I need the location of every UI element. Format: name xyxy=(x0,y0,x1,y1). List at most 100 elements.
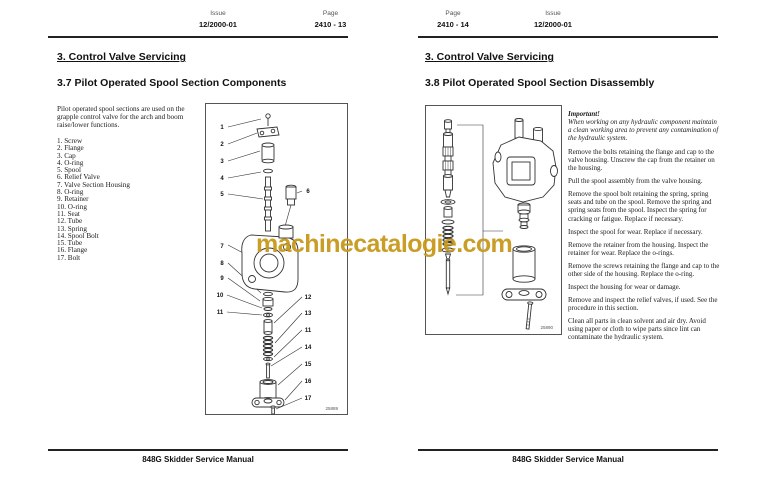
parts-list-item: 2. Flange xyxy=(57,144,84,153)
page-number: 2410 - 14 xyxy=(437,20,469,29)
parts-list-item: 3. Cap xyxy=(57,151,76,160)
page-label: Page xyxy=(322,10,339,17)
footer-title: 848G Skidder Service Manual xyxy=(142,455,254,464)
oring-part-8 xyxy=(263,291,273,297)
spool-part xyxy=(264,176,272,232)
parts-list-item: 16. Flange xyxy=(57,246,88,255)
subsection-title: 3.7 Pilot Operated Spool Section Compone… xyxy=(57,77,287,89)
parts-list-item: 6. Relief Valve xyxy=(57,173,100,182)
callout-labels: 1 2 3 4 5 6 7 8 9 10 11 12 13 11 14 15 1 xyxy=(217,125,312,402)
header-rule xyxy=(418,36,718,38)
exploded-diagram: 1 2 3 4 5 6 7 8 9 10 11 12 13 11 14 15 1 xyxy=(205,103,348,415)
page-left: Issue 12/2000-01 Page 2410 - 13 3. Contr… xyxy=(48,0,348,497)
flange-part-bottom xyxy=(251,397,285,408)
procedure-step: Pull the spool assembly from the valve h… xyxy=(568,177,703,186)
callout-6: 6 xyxy=(306,189,310,195)
cap-and-flange-parts xyxy=(501,245,547,330)
callout-1: 1 xyxy=(220,125,224,131)
callout-15: 15 xyxy=(305,362,312,368)
spool-bolt-part xyxy=(265,362,271,379)
relief-valve-part xyxy=(285,184,297,206)
parts-list-item: 8. O-ring xyxy=(57,188,84,197)
header-issue-block: Issue 12/2000-01 xyxy=(513,10,593,29)
header-issue-block: Issue 12/2000-01 xyxy=(178,10,258,29)
procedure-column: Important! When working on any hydraulic… xyxy=(568,110,720,346)
important-note: When working on any hydraulic component … xyxy=(568,118,719,143)
oring-part-10 xyxy=(263,307,273,311)
issue-value: 12/2000-01 xyxy=(199,20,237,29)
tube-part-12 xyxy=(263,319,273,335)
callout-12: 12 xyxy=(305,295,312,301)
parts-list-item: 13. Spring xyxy=(57,224,87,233)
subsection-title: 3.8 Pilot Operated Spool Section Disasse… xyxy=(425,77,655,89)
procedure-step: Remove the spool bolt retaining the spri… xyxy=(568,190,712,223)
callout-17: 17 xyxy=(305,396,312,402)
valve-housing-3d xyxy=(492,118,558,229)
callout-14: 14 xyxy=(305,345,312,351)
figure-number: 25890 xyxy=(540,325,553,330)
spool-stack xyxy=(440,119,456,296)
issue-value: 12/2000-01 xyxy=(534,20,572,29)
seat-part-repeat xyxy=(263,356,273,362)
parts-list-item: 9. Retainer xyxy=(57,195,89,204)
footer-rule xyxy=(48,449,348,451)
issue-label: Issue xyxy=(545,10,561,17)
callout-5: 5 xyxy=(220,192,224,198)
page-right: Page 2410 - 14 Issue 12/2000-01 3. Contr… xyxy=(418,0,720,497)
components-figure: 1 2 3 4 5 6 7 8 9 10 11 12 13 11 14 15 1 xyxy=(205,103,348,415)
flange-part-top xyxy=(256,126,280,138)
parts-list-item: 12. Tube xyxy=(57,217,83,226)
section-title: 3. Control Valve Servicing xyxy=(57,51,186,63)
oring-part-4 xyxy=(263,168,273,174)
bolt-3d xyxy=(525,301,534,330)
cap-part xyxy=(261,142,275,164)
page-label: Page xyxy=(445,10,461,17)
spring-part xyxy=(262,335,274,357)
parts-list-item: 10. O-ring xyxy=(57,202,87,211)
procedure-steps: Remove the bolts retaining the flange an… xyxy=(568,148,720,341)
parts-list-item: 5. Spool xyxy=(57,166,81,175)
callout-11-repeat: 11 xyxy=(305,328,312,334)
parts-list-item: 1. Screw xyxy=(57,137,83,145)
issue-label: Issue xyxy=(210,10,226,17)
connector-bracket xyxy=(456,124,503,296)
bolt-part xyxy=(270,405,276,415)
watermark: machinecatalogie.com xyxy=(256,230,513,258)
procedure-step: Remove the bolts retaining the flange an… xyxy=(568,148,715,173)
procedure-step: Remove and inspect the relief valves, if… xyxy=(568,295,718,312)
section-title: 3. Control Valve Servicing xyxy=(425,51,554,63)
intro-paragraph: Pilot operated spool sections are used o… xyxy=(57,105,185,129)
parts-list-item: 11. Seat xyxy=(57,209,80,218)
footer-title: 848G Skidder Service Manual xyxy=(512,455,624,464)
callout-2: 2 xyxy=(220,142,224,148)
disassembly-figure: 25890 xyxy=(425,105,562,335)
procedure-step: Clean all parts in clean solvent and air… xyxy=(568,316,706,342)
footer-rule xyxy=(418,449,718,451)
seat-part xyxy=(263,312,273,318)
page-number: 2410 - 13 xyxy=(314,20,347,29)
callout-3: 3 xyxy=(220,159,224,165)
procedure-step: Remove the screws retaining the flange a… xyxy=(568,261,720,278)
procedure-step: Inspect the housing for wear or damage. xyxy=(568,282,681,291)
parts-list-item: 15. Tube xyxy=(57,239,83,248)
header-page-block: Page 2410 - 14 xyxy=(418,10,488,29)
valve-housing-part xyxy=(241,224,299,293)
parts-list-item: 7. Valve Section Housing xyxy=(57,180,130,189)
callout-9: 9 xyxy=(220,276,224,282)
procedure-step: Inspect the spool for wear. Replace if n… xyxy=(568,227,703,236)
callout-11: 11 xyxy=(217,310,224,316)
callout-16: 16 xyxy=(305,379,312,385)
callout-8: 8 xyxy=(220,261,224,267)
parts-list-item: 14. Spool Bolt xyxy=(57,231,99,240)
figure-number: 25889 xyxy=(325,406,338,411)
callout-7: 7 xyxy=(220,244,224,250)
disassembly-diagram: 25890 xyxy=(425,105,562,335)
callout-10: 10 xyxy=(217,293,224,299)
parts-list-item: 4. O-ring xyxy=(57,158,84,167)
screw-part xyxy=(265,113,271,126)
retainer-part xyxy=(262,296,274,307)
header-page-block: Page 2410 - 13 xyxy=(293,10,368,29)
parts-list-item: 17. Bolt xyxy=(57,253,81,262)
